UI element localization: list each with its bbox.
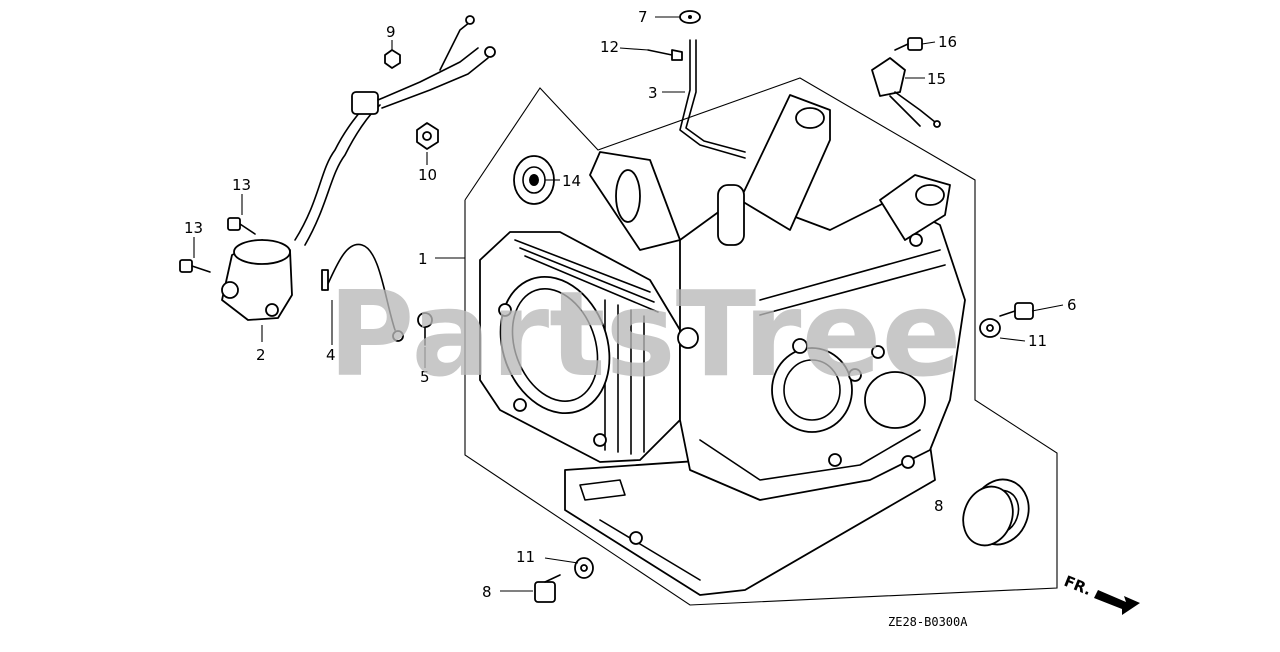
part-7-washer[interactable] xyxy=(679,10,701,24)
callout-12: 12 xyxy=(600,38,619,56)
callout-11-bottom: 11 xyxy=(516,548,535,566)
callout-5: 5 xyxy=(420,368,430,386)
cooling-fins xyxy=(514,239,659,455)
part-6-bolt[interactable] xyxy=(999,302,1034,320)
callout-6: 6 xyxy=(1067,296,1077,314)
part-8-bolt[interactable] xyxy=(534,574,561,603)
callout-7: 7 xyxy=(638,8,648,26)
callout-8-seal: 8 xyxy=(934,497,944,515)
front-direction-marker: FR. xyxy=(1062,572,1140,615)
part-11-washer-bottom[interactable] xyxy=(574,557,594,579)
part-8-oil-seal[interactable] xyxy=(955,471,1037,552)
part-5-bolt[interactable] xyxy=(417,312,433,346)
callout-10: 10 xyxy=(418,166,437,184)
diagram-code: ZE28-B0300A xyxy=(888,615,968,629)
callout-11-right: 11 xyxy=(1028,332,1047,350)
part-13-bolt-upper[interactable] xyxy=(227,217,256,235)
callout-1: 1 xyxy=(418,250,428,268)
part-11-washer-right[interactable] xyxy=(979,318,1001,338)
part-4-ground-wire[interactable] xyxy=(321,243,404,342)
part-13-bolt-lower[interactable] xyxy=(179,259,211,273)
callout-labels: 1 2 3 4 5 6 7 8 8 9 10 11 11 12 13 13 14… xyxy=(184,8,1077,601)
part-1-crankcase[interactable] xyxy=(479,94,966,596)
callout-15: 15 xyxy=(927,70,946,88)
leader-lines xyxy=(193,16,1064,592)
part-3-wire-clip[interactable] xyxy=(679,39,746,159)
callout-14: 14 xyxy=(562,172,581,190)
callout-3: 3 xyxy=(648,84,658,102)
part-12-screw[interactable] xyxy=(647,49,683,61)
callout-9: 9 xyxy=(386,23,396,41)
front-label: FR. xyxy=(1062,572,1095,599)
part-16-bolt[interactable] xyxy=(894,37,923,51)
part-2-ignition-coil[interactable] xyxy=(221,15,496,321)
callout-13-upper: 13 xyxy=(232,176,251,194)
watermark: PartsTree xyxy=(328,265,962,403)
front-arrow-icon xyxy=(1094,590,1140,615)
assembly-boundary xyxy=(464,77,1058,606)
part-15-oil-alert-switch[interactable] xyxy=(871,57,941,128)
callout-8-bolt: 8 xyxy=(482,583,492,601)
part-9-nut[interactable] xyxy=(384,49,401,69)
callout-4: 4 xyxy=(326,346,336,364)
callout-2: 2 xyxy=(256,346,266,364)
part-14-oil-seal[interactable] xyxy=(513,155,555,205)
callout-13-lower: 13 xyxy=(184,219,203,237)
callout-16: 16 xyxy=(938,33,957,51)
part-10-nut[interactable] xyxy=(416,122,439,150)
